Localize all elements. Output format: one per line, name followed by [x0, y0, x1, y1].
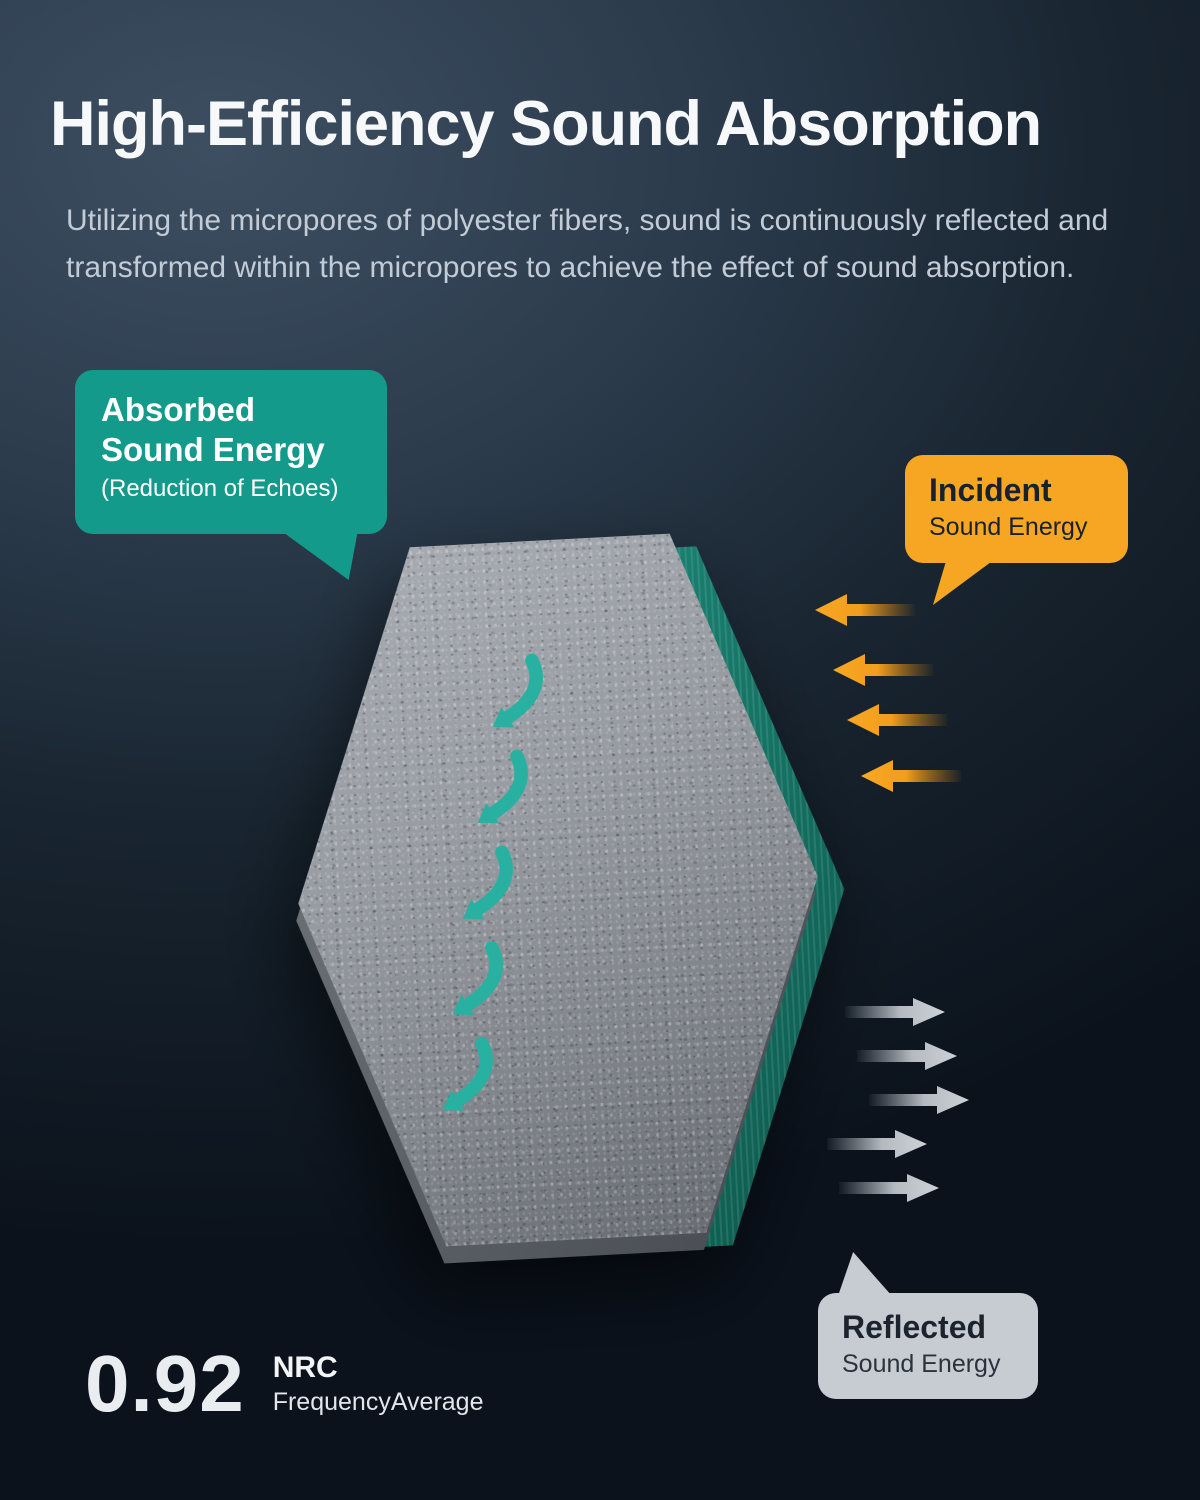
reflected-arrows-icon	[827, 998, 969, 1202]
reflected-callout-subtitle: Sound Energy	[842, 1350, 1001, 1379]
nrc-value: 0.92	[85, 1339, 245, 1428]
nrc-unit-label: NRC	[272, 1351, 338, 1384]
page-subtitle: Utilizing the micropores of polyester fi…	[66, 204, 1109, 284]
incident-callout-subtitle: Sound Energy	[929, 513, 1088, 542]
absorbed-callout-subtitle: (Reduction of Echoes)	[101, 475, 339, 503]
absorbed-callout-title-line1: Absorbed	[101, 391, 256, 428]
nrc-caption-label: FrequencyAverage	[272, 1388, 484, 1416]
reflected-callout: Reflected Sound Energy	[818, 1252, 1038, 1399]
reflected-callout-title: Reflected	[842, 1309, 987, 1345]
acoustic-panel	[280, 527, 836, 1253]
nrc-rating-labels: NRC FrequencyAverage	[273, 1351, 484, 1417]
incident-callout: Incident Sound Energy	[905, 455, 1128, 605]
absorbed-callout-title-line2: Sound Energy	[101, 430, 325, 468]
absorbed-callout: Absorbed Sound Energy (Reduction of Echo…	[75, 370, 387, 580]
incident-arrows-icon	[815, 594, 961, 792]
incident-callout-title: Incident	[929, 472, 1052, 508]
absorbed-arrows-icon	[280, 527, 836, 1253]
reflected-callout-tail	[838, 1252, 892, 1296]
page-title: High-Efficiency Sound Absorption	[50, 89, 1042, 159]
nrc-rating: 0.92 NRC FrequencyAverage	[85, 1338, 483, 1430]
